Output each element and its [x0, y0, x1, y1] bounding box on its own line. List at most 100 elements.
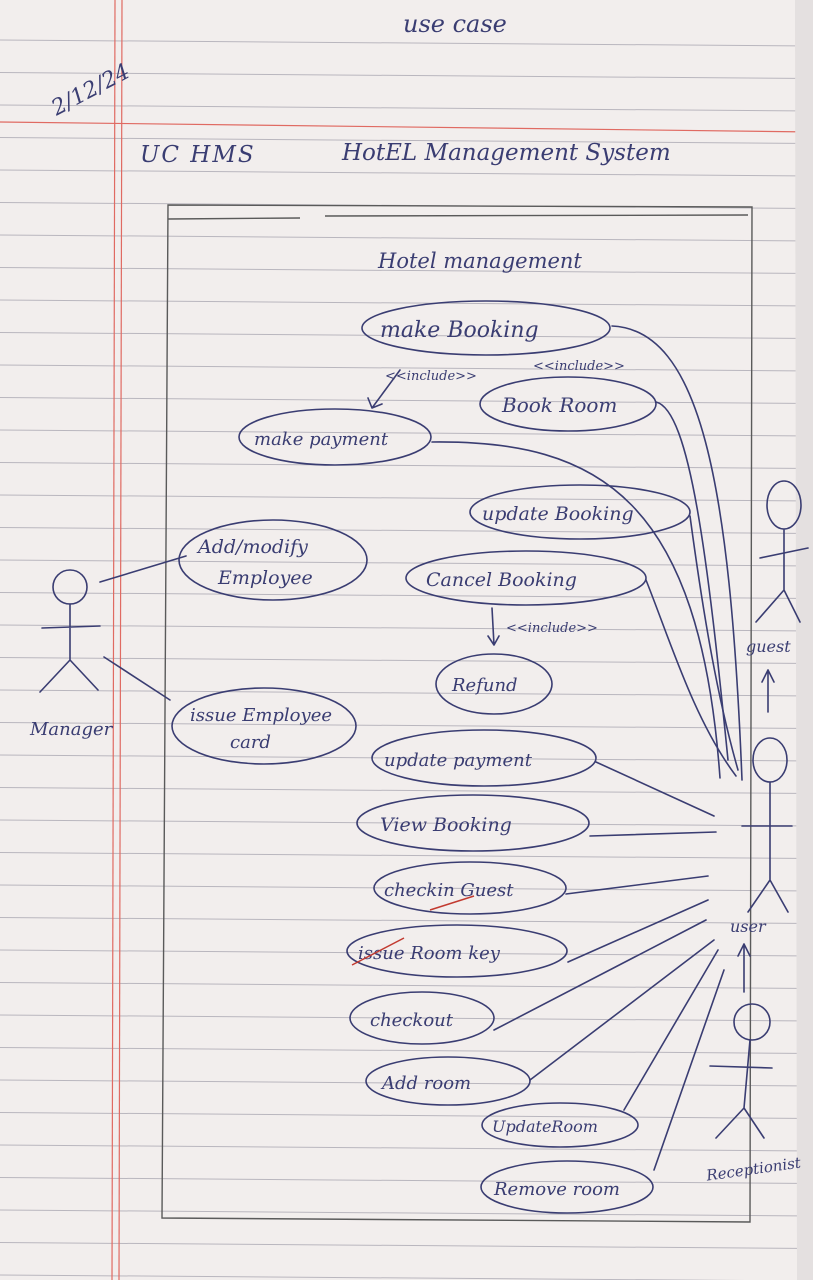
strike-mark [429, 895, 475, 911]
use-case-label-1: Add/modify [196, 536, 308, 558]
use-case-label: update Booking [482, 503, 634, 525]
use-case-label: View Booking [380, 814, 512, 836]
ruled-line [0, 559, 813, 567]
association-user-room-key [567, 899, 709, 963]
ruled-line [0, 267, 813, 274]
ruled-line [0, 917, 813, 924]
ruled-line [0, 754, 813, 762]
use-case-cancel-booking: Cancel Booking [405, 550, 647, 606]
use-case-add-room: Add room [365, 1056, 531, 1106]
include-label-2: <<include>> [533, 359, 625, 374]
use-case-label-2: card [230, 732, 271, 753]
ruled-line [0, 332, 813, 339]
ruled-line [0, 104, 813, 112]
ruled-line [0, 722, 813, 729]
use-case-book-room: Book Room [479, 376, 657, 432]
ruled-line [0, 819, 813, 827]
ruled-line [0, 234, 813, 242]
association-user-remove-room [653, 969, 725, 1171]
top-margin-line [0, 121, 813, 133]
use-case-label: checkout [370, 1010, 454, 1031]
ruled-line [0, 72, 813, 79]
ruled-line [0, 527, 813, 534]
association-guest-book-room [655, 401, 729, 761]
generalization-arrow [737, 943, 751, 993]
association-user-update-payment [595, 761, 715, 817]
use-case-update-room: UpdateRoom [481, 1102, 639, 1148]
ruled-line [0, 1047, 813, 1054]
diagram-title: HotEL Management System [341, 140, 671, 166]
generalization-arrow [761, 669, 775, 713]
association-user-checkin [565, 875, 709, 895]
ruled-line [0, 624, 813, 632]
user-associations [493, 761, 725, 1171]
use-case-label-1: issue Employee [190, 705, 332, 726]
boundary-title: Hotel management [377, 249, 582, 273]
association-user-add-room [529, 939, 715, 1081]
ruled-line [0, 429, 813, 437]
use-case-label: update payment [384, 750, 533, 771]
actor-label: guest [746, 637, 791, 656]
ruled-line [0, 1079, 813, 1087]
association-manager-card [103, 656, 171, 701]
use-case-make-payment: make payment [238, 408, 432, 466]
ruled-line [0, 982, 813, 989]
association-user-view-booking [589, 831, 717, 837]
ruled-line [0, 299, 813, 307]
actor-user: user [730, 737, 793, 993]
association-manager-employee [99, 555, 187, 583]
ruled-line [0, 39, 813, 47]
ruled-line [0, 852, 813, 859]
ruled-line [0, 137, 813, 144]
use-case-label: issue Room key [358, 943, 501, 964]
use-case-checkout: checkout [349, 991, 495, 1045]
include-arrow-payment [367, 369, 401, 409]
use-case-label-2: Employee [217, 567, 313, 589]
use-case-label: Remove room [493, 1179, 620, 1200]
use-case-add-modify-employee: Add/modify Employee [178, 519, 368, 601]
use-case-update-booking: update Booking [469, 484, 691, 540]
ruled-line [0, 787, 813, 794]
use-case-view-booking: View Booking [356, 794, 590, 852]
ruled-line [0, 169, 813, 177]
use-case-issue-employee-card: issue Employee card [171, 687, 357, 765]
guest-associations [431, 325, 743, 781]
use-case-label: Add room [380, 1073, 471, 1094]
use-case-label: Cancel Booking [426, 569, 577, 591]
ruled-line [0, 1112, 813, 1119]
actor-label: Manager [29, 719, 114, 740]
ruled-line [0, 1274, 746, 1280]
use-case-make-booking: make Booking [361, 300, 611, 356]
ruled-line [0, 949, 813, 957]
left-margin-line-1 [111, 0, 116, 1280]
ruled-line [0, 462, 813, 469]
use-case-label: Refund [451, 675, 518, 696]
use-case-label: make payment [254, 429, 389, 450]
ruled-line [0, 397, 813, 404]
use-case-refund: Refund [435, 653, 553, 715]
ruled-line [0, 884, 813, 892]
use-case-update-payment: update payment [371, 729, 597, 787]
actor-label: user [730, 917, 767, 936]
use-case-issue-room-key: issue Room key [346, 924, 568, 978]
ruled-line [0, 1144, 813, 1152]
include-arrow-refund [487, 607, 500, 646]
association-user-checkout [493, 919, 707, 1031]
association-guest-cancel-booking [645, 579, 737, 777]
ruled-line [0, 1242, 813, 1249]
ruled-line [0, 1177, 813, 1184]
association-guest-make-booking [611, 325, 743, 781]
ruled-line [0, 1209, 813, 1217]
use-case-checkin-guest: checkin Guest [373, 861, 567, 915]
ruled-line [0, 689, 813, 697]
use-case-label: make Booking [380, 318, 539, 343]
association-guest-make-payment [431, 441, 721, 779]
system-boundary [161, 204, 753, 1223]
actor-guest: guest [746, 480, 809, 713]
association-user-update-room [623, 949, 719, 1111]
strike-mark [351, 937, 405, 966]
boundary-header-line [167, 214, 749, 220]
